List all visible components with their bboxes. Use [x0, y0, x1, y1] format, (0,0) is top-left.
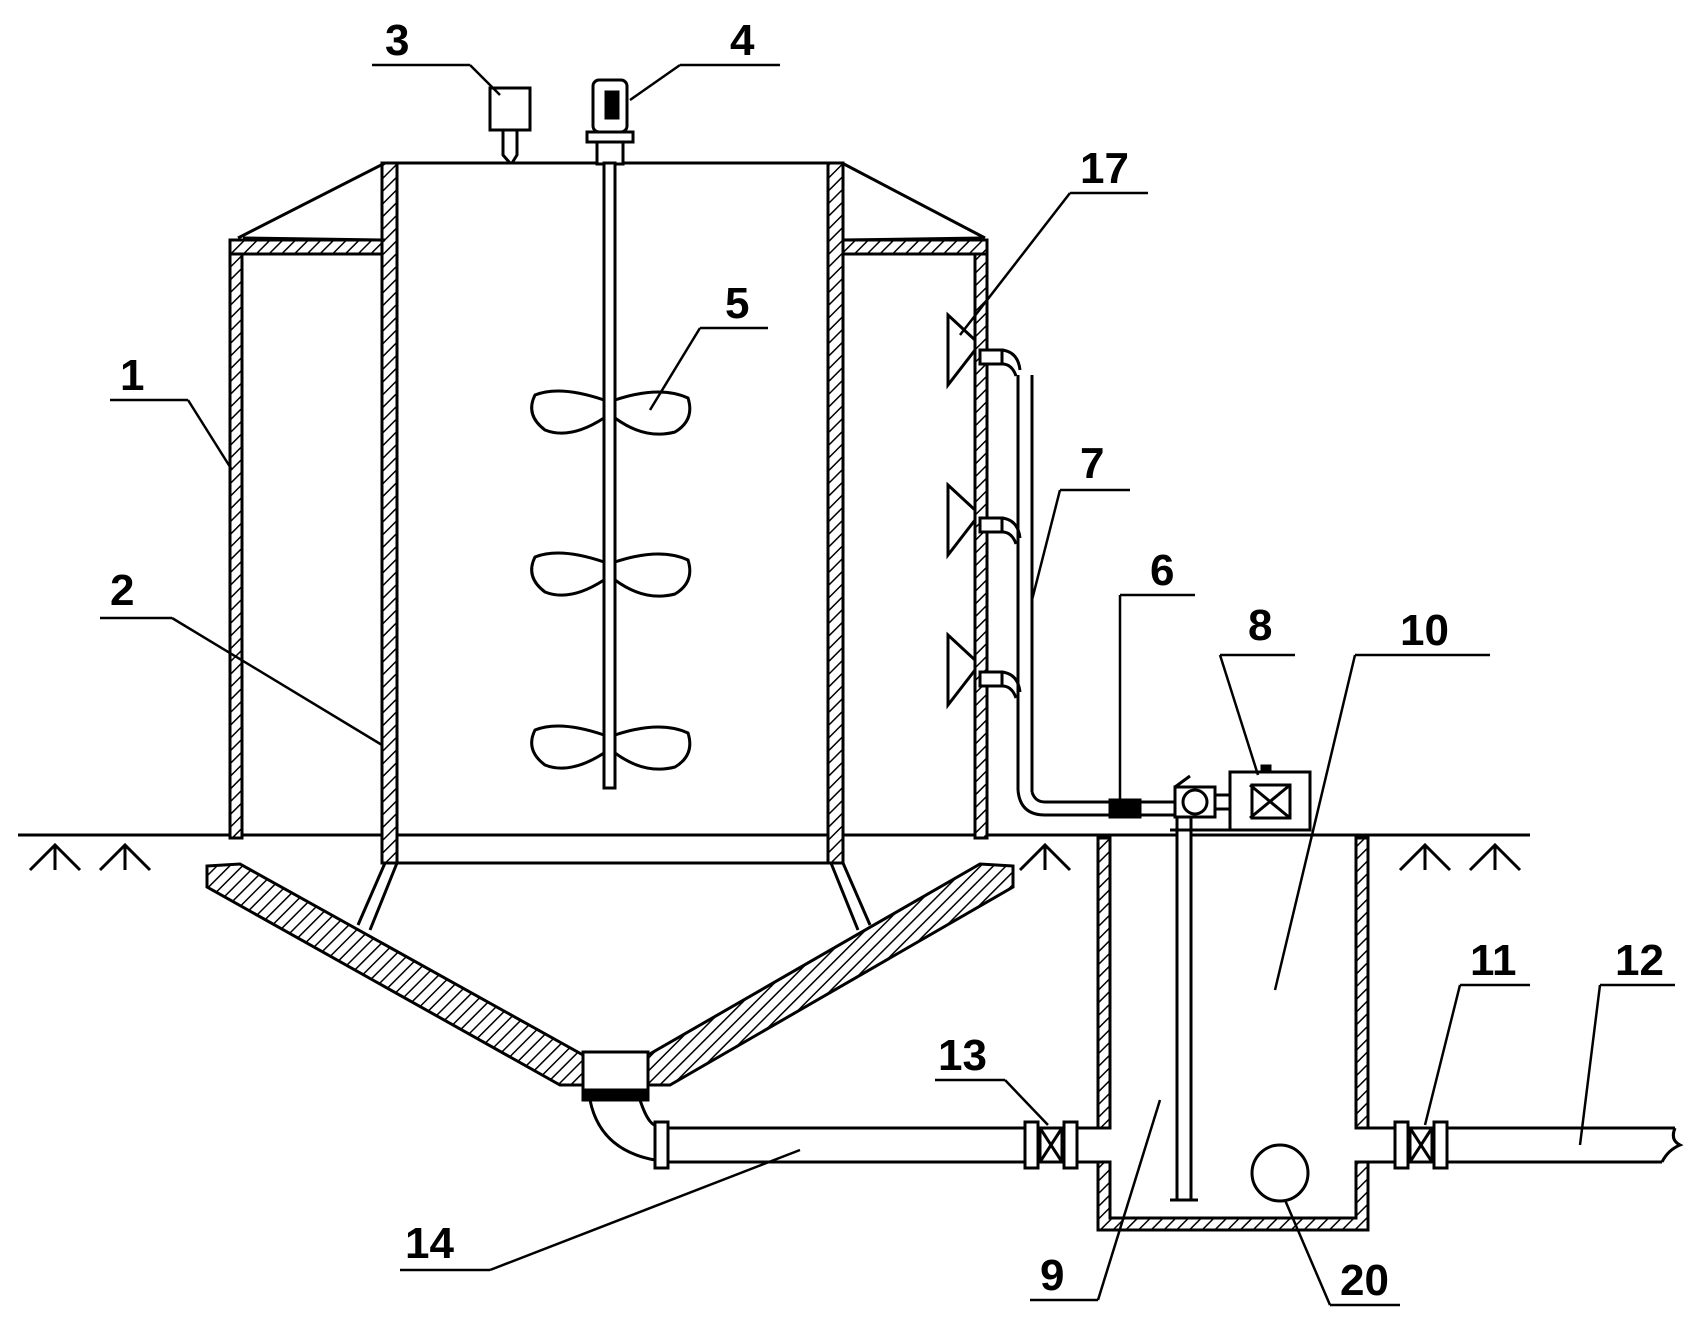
spray-nozzles: [946, 311, 1022, 710]
valve-13: [1023, 1120, 1100, 1170]
suction-pipe: [1170, 798, 1198, 1202]
sensor-box: [488, 86, 532, 164]
level-sensor: [1250, 1143, 1310, 1203]
label-5: 5: [725, 279, 749, 328]
label-7: 7: [1080, 439, 1104, 488]
spray-pipe: [1016, 375, 1175, 819]
roof-lines: [237, 161, 986, 242]
sump-well: [1096, 836, 1370, 1232]
label-11: 11: [1470, 936, 1517, 985]
inner-cylinder-wall: [380, 161, 845, 865]
label-17: 17: [1080, 144, 1129, 193]
label-10: 10: [1400, 606, 1449, 655]
ground-line: [18, 833, 1530, 872]
label-2: 2: [110, 566, 134, 615]
label-6: 6: [1150, 546, 1174, 595]
leader-lines: [100, 63, 1675, 1307]
label-4: 4: [730, 16, 755, 65]
label-1: 1: [120, 351, 144, 400]
label-9: 9: [1040, 1251, 1064, 1300]
label-14: 14: [405, 1219, 454, 1268]
label-8: 8: [1248, 601, 1272, 650]
label-12: 12: [1615, 936, 1664, 985]
stirrer-shaft: [602, 161, 617, 790]
impeller-blades: [530, 389, 692, 771]
label-20: 20: [1340, 1256, 1389, 1305]
outlet-pipe: [1447, 1126, 1684, 1164]
discharge-pipe: [588, 1099, 1025, 1170]
conical-bottom: [205, 862, 1015, 1102]
label-13: 13: [938, 1031, 987, 1080]
label-3: 3: [385, 16, 409, 65]
stirrer-motor: [585, 78, 635, 166]
pump: [1170, 764, 1312, 832]
valve-11: [1368, 1120, 1449, 1170]
